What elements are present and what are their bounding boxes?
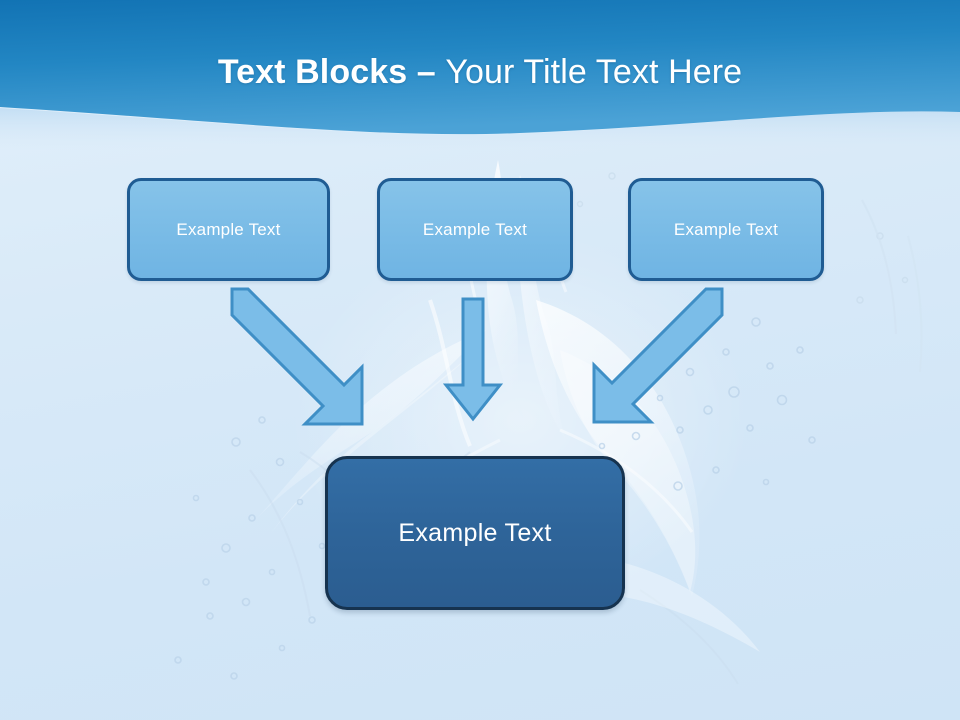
page-title: Text Blocks – Your Title Text Here bbox=[0, 52, 960, 92]
top-box-3[interactable]: Example Text bbox=[628, 178, 824, 281]
bottom-box[interactable]: Example Text bbox=[325, 456, 625, 610]
top-box-2-label: Example Text bbox=[422, 219, 528, 239]
page-title-prefix: Text Blocks bbox=[217, 53, 408, 91]
arrow-left bbox=[230, 287, 364, 426]
bottom-box-label: Example Text bbox=[398, 518, 552, 547]
page-title-rest: Your Title Text Here bbox=[445, 53, 743, 91]
top-box-1[interactable]: Example Text bbox=[127, 178, 330, 281]
top-box-3-label: Example Text bbox=[673, 219, 779, 239]
arrow-right bbox=[592, 287, 724, 424]
top-box-1-label: Example Text bbox=[176, 219, 281, 239]
arrow-middle bbox=[442, 297, 504, 422]
top-box-2[interactable]: Example Text bbox=[377, 178, 573, 281]
slide-header-band: Text Blocks – Your Title Text Here bbox=[0, 0, 960, 150]
page-title-dash: – bbox=[407, 53, 446, 91]
